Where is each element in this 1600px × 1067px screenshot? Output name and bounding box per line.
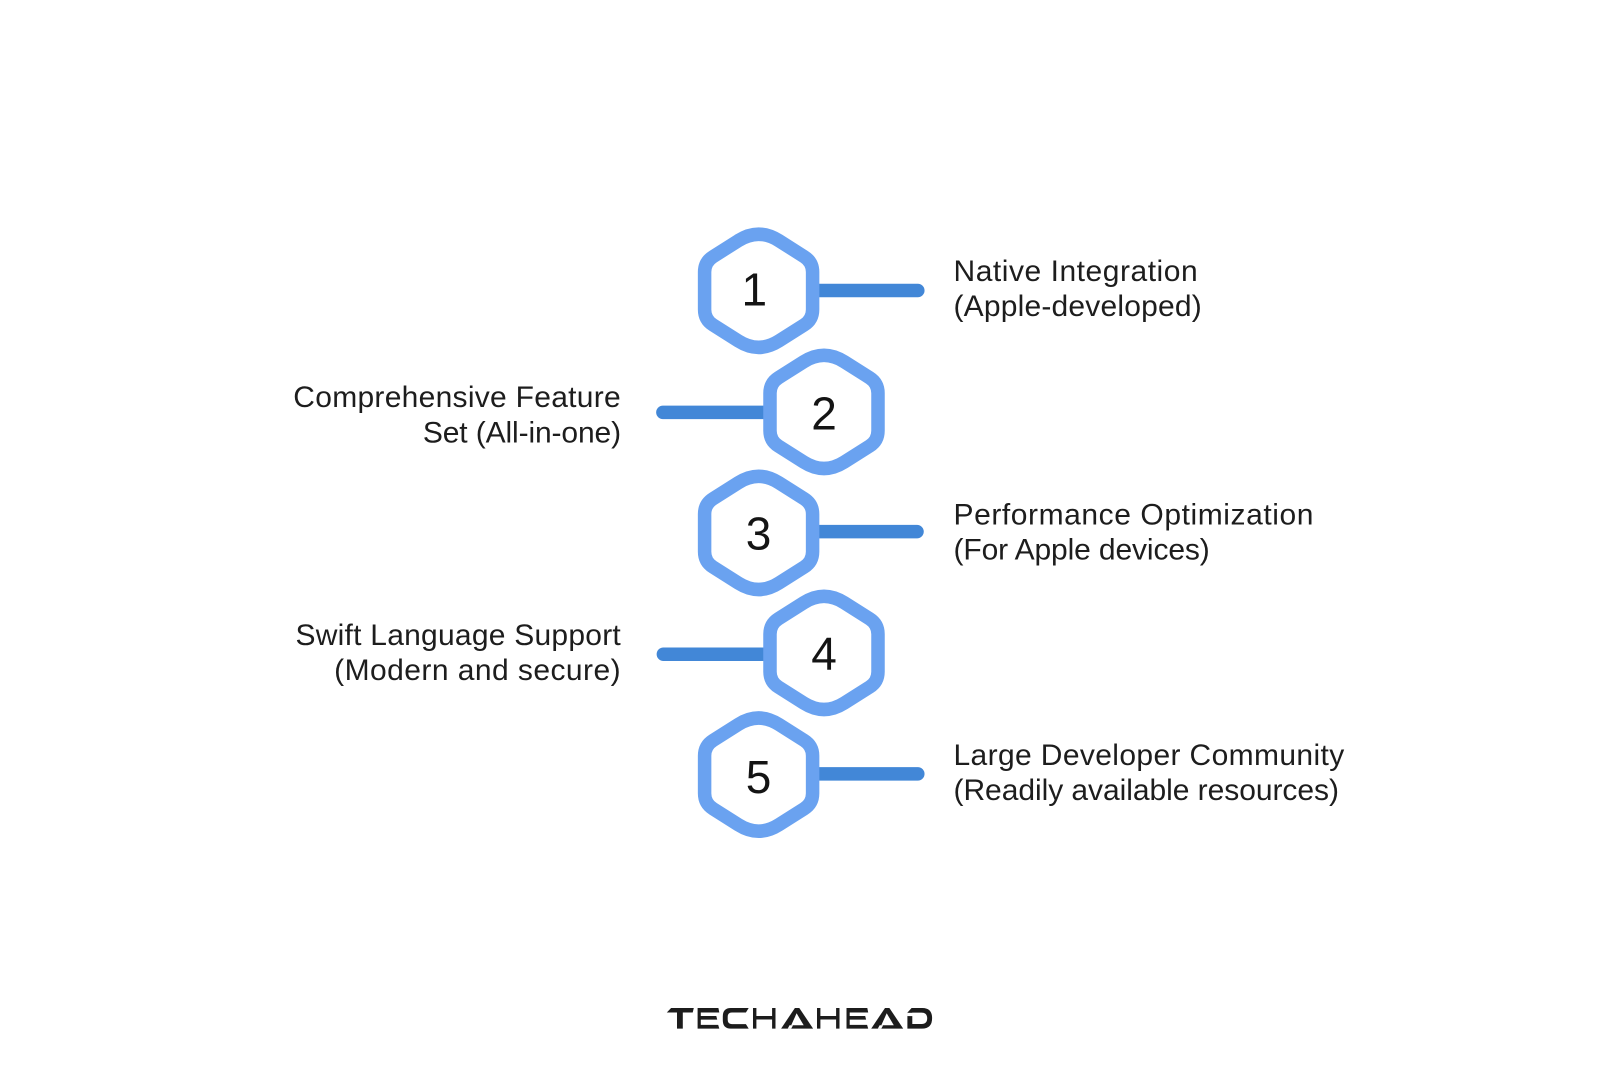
svg-text:1: 1 [742, 263, 768, 315]
svg-text:4: 4 [811, 628, 837, 680]
svg-text:2: 2 [811, 388, 837, 440]
svg-text:Native Integration(Apple-devel: Native Integration(Apple-developed) [954, 255, 1202, 323]
svg-text:5: 5 [746, 751, 772, 803]
svg-text:Swift Language Support(Modern: Swift Language Support(Modern and secure… [295, 619, 621, 687]
svg-text:Large Developer Community(Read: Large Developer Community(Readily availa… [954, 739, 1345, 807]
svg-text:3: 3 [746, 508, 772, 560]
svg-text:Performance Optimization(For A: Performance Optimization(For Apple devic… [954, 498, 1314, 566]
